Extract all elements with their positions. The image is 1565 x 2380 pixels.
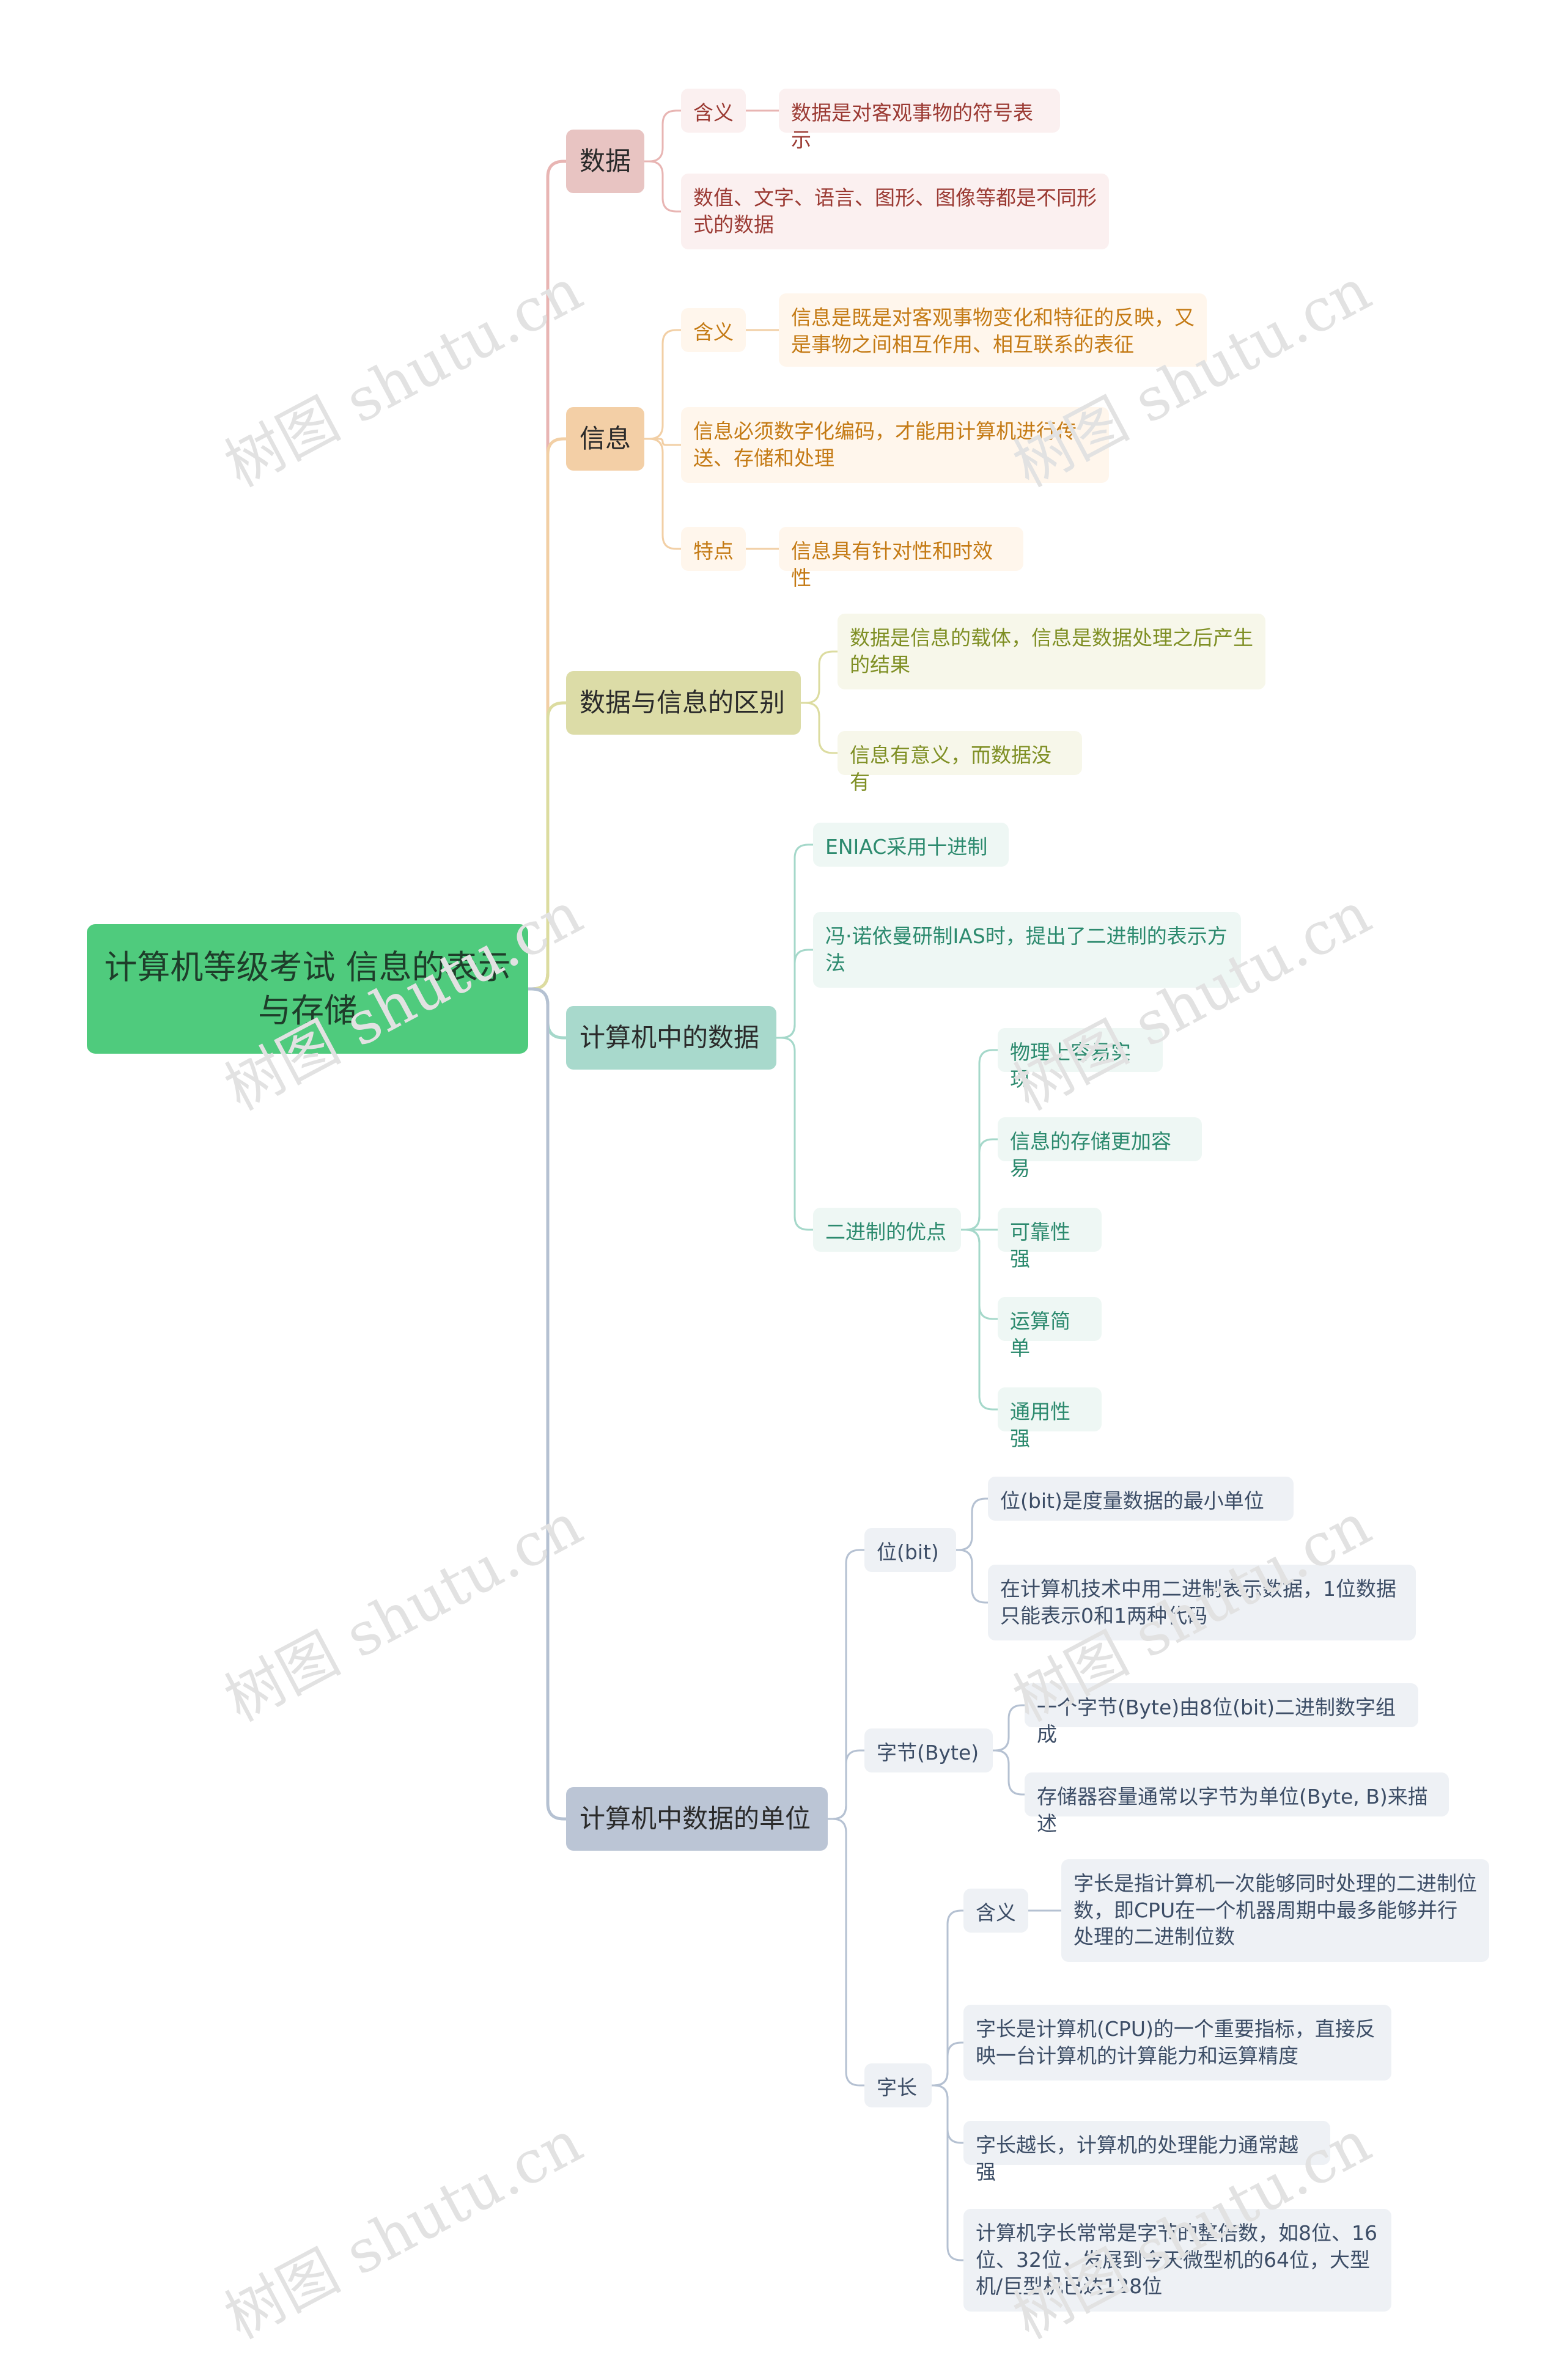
advantage-item[interactable]: 可靠性强 [998,1208,1102,1271]
word-meaning-label[interactable]: 含义 [963,1889,1028,1933]
byte-label[interactable]: 字节(Byte) [864,1728,993,1772]
word-length-text-2[interactable]: 字长是计算机(CPU)的一个重要指标，直接反映一台计算机的计算能力和运算精度 [963,2005,1391,2081]
connector-line [960,1138,999,1231]
advantage-item[interactable]: 物理上容易实现 [998,1028,1163,1091]
branch-info[interactable]: 信息 [566,407,644,471]
word-length-text-3[interactable]: 字长越长，计算机的处理能力通常越强 [963,2121,1330,2184]
info-meaning-text[interactable]: 信息是既是对客观事物变化和特征的反映，又是事物之间相互作用、相互联系的表征 [779,293,1207,367]
data-meaning-label[interactable]: 含义 [681,89,746,133]
connector-line [992,1704,1026,1752]
branch-data[interactable]: 数据 [566,130,644,193]
connector-line [643,329,682,440]
connector-line [526,701,568,991]
bit-label[interactable]: 位(bit) [864,1528,956,1572]
connector-line [643,438,682,446]
connector-line [960,1229,999,1411]
connector-line [930,2041,965,2087]
connector-line [800,702,839,754]
binary-advantages-label[interactable]: 二进制的优点 [813,1208,961,1252]
info-feature-label[interactable]: 特点 [681,527,746,571]
byte-text-1[interactable]: 一个字节(Byte)由8位(bit)二进制数字组成 [1025,1683,1418,1746]
connector-line [955,1549,989,1604]
word-length-text-4[interactable]: 计算机字长常常是字节的整倍数，如8位、16位、32位，发展到今天微型机的64位，… [963,2209,1391,2312]
word-length-label[interactable]: 字长 [864,2063,932,2107]
word-meaning-text[interactable]: 字长是指计算机一次能够同时处理的二进制位数，即CPU在一个机器周期中最多能够并行… [1061,1859,1489,1962]
branch-computer-data[interactable]: 计算机中的数据 [566,1006,776,1070]
connector-line [800,650,839,704]
connector-line [643,438,682,550]
byte-text-2[interactable]: 存储器容量通常以字节为单位(Byte, B)来描述 [1025,1772,1449,1835]
advantage-item[interactable]: 信息的存储更加容易 [998,1117,1202,1180]
bit-text-1[interactable]: 位(bit)是度量数据的最小单位 [988,1477,1294,1521]
connector-line [955,1497,989,1551]
root-topic[interactable]: 计算机等级考试 信息的表示与存储 [87,924,528,1054]
advantage-item[interactable]: 通用性强 [998,1387,1102,1450]
advantage-item[interactable]: 运算简单 [998,1297,1102,1360]
data-forms-text[interactable]: 数值、文字、语言、图形、图像等都是不同形式的数据 [681,174,1109,249]
connector-line [992,1749,1026,1796]
bit-text-2[interactable]: 在计算机技术中用二进制表示数据，1位数据只能表示0和1两种代码 [988,1565,1416,1640]
branch-data-unit[interactable]: 计算机中数据的单位 [566,1787,828,1851]
difference-item-2[interactable]: 信息有意义，而数据没有 [838,731,1082,794]
connector-line [827,1749,866,1820]
branch-difference[interactable]: 数据与信息的区别 [566,671,801,735]
connector-line [526,987,568,1821]
connector-line [775,1037,814,1231]
data-meaning-text[interactable]: 数据是对客观事物的符号表示 [779,89,1060,152]
connector-line [643,160,682,213]
info-digital-text[interactable]: 信息必须数字化编码，才能用计算机进行传送、存储和处理 [681,407,1109,483]
info-meaning-label[interactable]: 含义 [681,308,746,352]
difference-item-1[interactable]: 数据是信息的载体，信息是数据处理之后产生的结果 [838,614,1265,689]
info-feature-text[interactable]: 信息具有针对性和时效性 [779,527,1023,590]
connector-line [775,949,814,1039]
connector-line [827,1818,866,2087]
ias-text[interactable]: 冯·诺依曼研制IAS时，提出了二进制的表示方法 [813,912,1241,988]
connector-line [643,109,682,163]
eniac-text[interactable]: ENIAC采用十进制 [813,823,1009,867]
connector-line [930,2084,965,2261]
